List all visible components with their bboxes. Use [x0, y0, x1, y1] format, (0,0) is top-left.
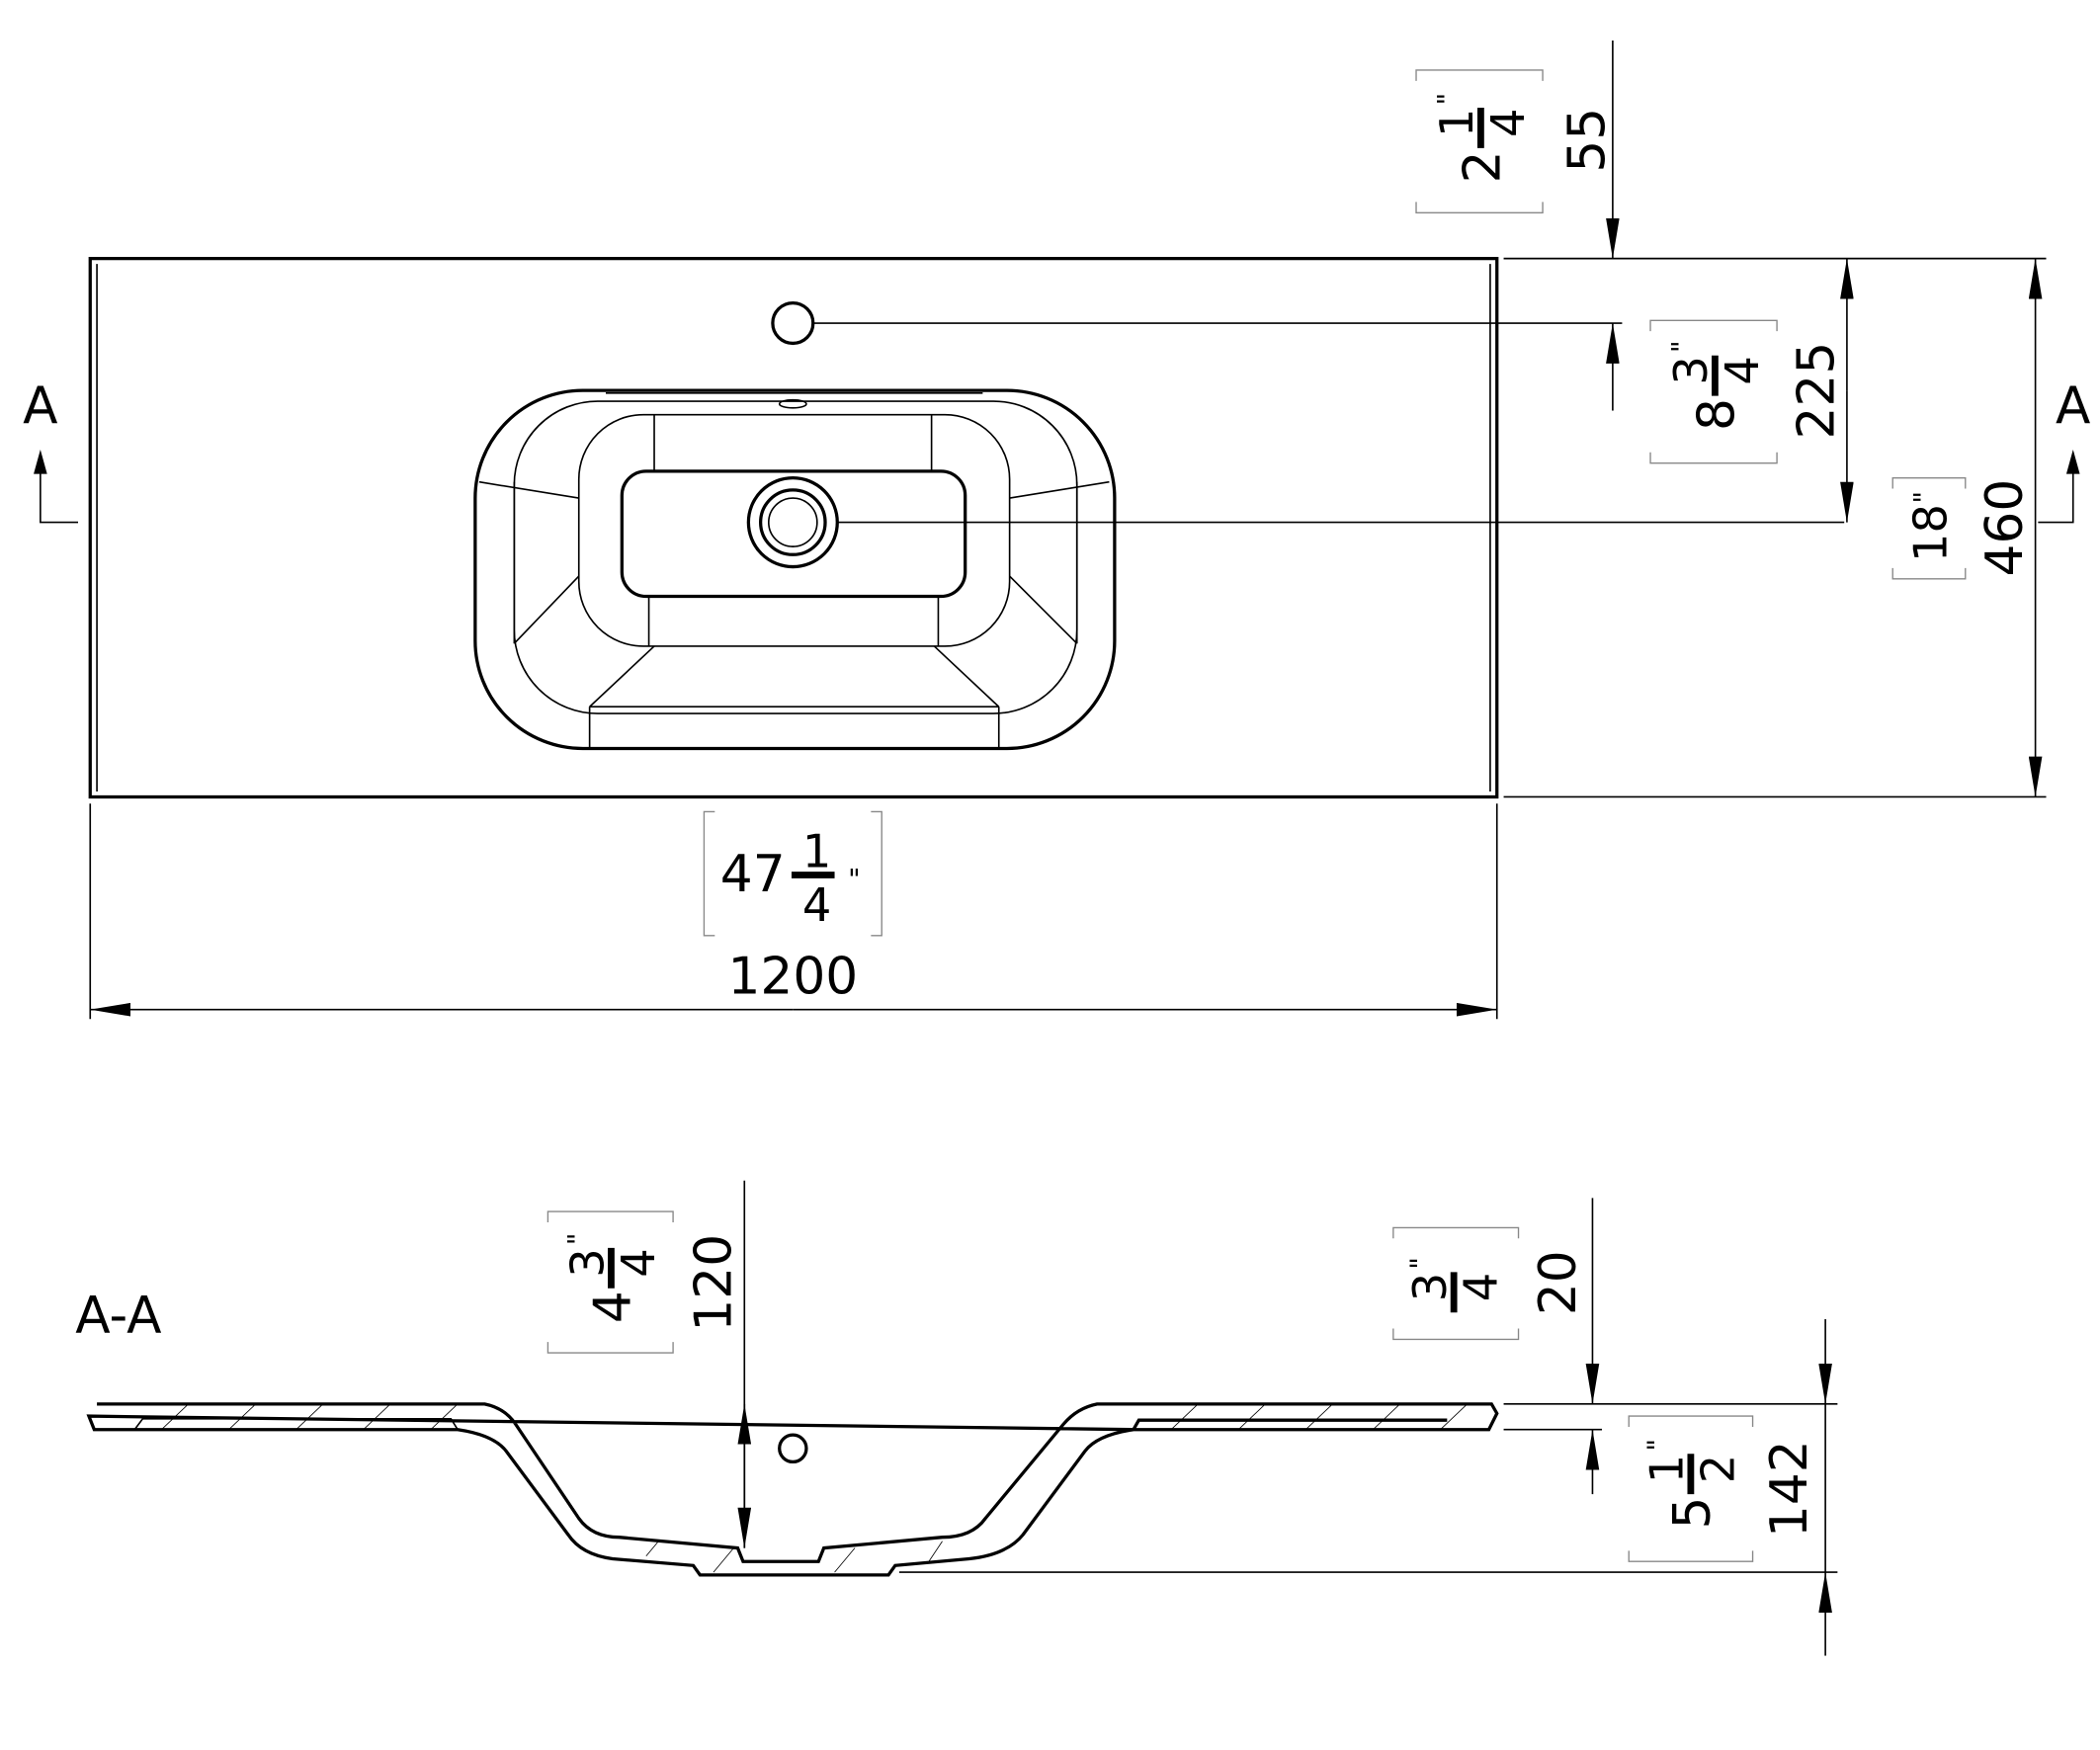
drawing-stroke: 3 4 " [1403, 1257, 1508, 1313]
dimension-drain-offset: 225 8 3 4 " [1649, 258, 1854, 523]
drawing-stroke [473, 388, 1117, 751]
dimension-label: 120 [685, 1234, 744, 1332]
drawing-stroke [228, 1403, 257, 1431]
dimension-label: 4 [1455, 1273, 1508, 1301]
dimension-label: " [1406, 1257, 1437, 1270]
section-profile [86, 1402, 1499, 1577]
drawing-stroke [1009, 480, 1110, 499]
drawing-stroke [1891, 476, 1967, 580]
drawing-stroke [1170, 1403, 1199, 1431]
drawing-stroke [1009, 575, 1078, 644]
dimension-label: " [848, 865, 861, 895]
dimension-label: " [1667, 340, 1698, 353]
drawing-stroke: 8 3 4 " [1664, 340, 1769, 431]
section-marker-right: A [2038, 376, 2090, 524]
drawing-stroke [133, 1418, 459, 1431]
drawing-stroke: 18 " [1904, 491, 1958, 562]
drawing-stroke [577, 413, 1011, 647]
drawing-stroke [430, 1403, 459, 1431]
drawing-stroke [363, 1403, 391, 1431]
dimension-label: 1 [1640, 1455, 1694, 1483]
drawing-stroke [1373, 1403, 1400, 1431]
dimension-label: 8 [1687, 398, 1746, 431]
section-title: A-A [75, 1287, 161, 1346]
dimension-width: 1200 47 1 4 " [89, 803, 1498, 1020]
overflow-hole [778, 1433, 808, 1464]
drawing-stroke [40, 458, 79, 524]
dimension-label: " [1642, 1439, 1673, 1452]
drawing-stroke [1305, 1403, 1333, 1431]
dimension-label: A [2056, 376, 2090, 436]
drawing-stroke [778, 398, 807, 409]
drawing-stroke [2065, 450, 2080, 474]
dimension-slab-thickness: 20 3 4 " [1392, 1198, 1600, 1495]
dimension-label: 4 [584, 1291, 643, 1323]
drawing-stroke [933, 645, 1000, 708]
drain [746, 476, 839, 569]
dimension-label: 4 [612, 1248, 665, 1277]
dimension-label: 2 [1691, 1455, 1744, 1483]
dimension-label: A [23, 376, 57, 436]
dimension-label: " [1909, 491, 1940, 504]
drawing-stroke [834, 1547, 856, 1573]
drawing-stroke [713, 1547, 734, 1573]
dimension-label: 47 [720, 845, 786, 904]
drawing-stroke [2038, 458, 2074, 524]
dimension-label: " [1433, 93, 1464, 106]
dimension-label: 460 [1975, 479, 2035, 577]
dimension-label: 1 [802, 824, 831, 877]
basin-outline [473, 388, 1117, 751]
dimension-label: 1 [1430, 109, 1483, 137]
drawing-stroke [1237, 1403, 1266, 1431]
drawing-stroke [161, 1403, 189, 1431]
dimension-depth: 460 18 " [1891, 258, 2043, 797]
drawing-stroke [161, 1403, 1469, 1573]
drawing-stroke [928, 1541, 943, 1562]
dimension-total-height: 142 5 1 2 " [1628, 1319, 1832, 1656]
dimension-label: 3 [1664, 356, 1718, 384]
drawing-stroke [513, 400, 1078, 714]
dimension-faucet-offset: 55 2 1 4 " [1415, 40, 1620, 411]
drawing-stroke [546, 1210, 674, 1354]
dimension-label: 20 [1529, 1250, 1588, 1315]
dimension-label: " [563, 1233, 594, 1246]
dimension-label: 2 [1453, 150, 1512, 183]
dimension-label: 3 [1403, 1273, 1457, 1301]
drawing-stroke [1628, 1415, 1754, 1562]
dimension-label: 4 [802, 878, 831, 932]
dimension-label: 5 [1663, 1497, 1722, 1530]
section-marker-left: A [23, 376, 79, 524]
dimension-label: 4 [1716, 356, 1769, 384]
section-view: A-A 120 4 3 4 " [75, 1180, 1838, 1656]
drawing-stroke [589, 645, 655, 708]
dimension-basin-depth: 120 4 3 4 " [546, 1180, 752, 1548]
dimension-label: 55 [1558, 108, 1618, 173]
drawing-stroke [767, 497, 818, 547]
drawing-stroke [478, 480, 579, 499]
drawing-stroke [295, 1403, 324, 1431]
countertop-outline [88, 256, 1499, 799]
dimension-label: 142 [1760, 1440, 1819, 1538]
drawing-stroke [1440, 1403, 1469, 1431]
dimension-label: 3 [560, 1248, 614, 1277]
drawing-stroke [758, 488, 827, 556]
dimension-label: 225 [1787, 342, 1846, 440]
dimension-label: 18 [1904, 504, 1958, 562]
drawing-stroke [645, 1540, 660, 1557]
drawing-stroke [1392, 1226, 1520, 1341]
drawing-stroke [513, 575, 580, 644]
drawing-stroke [703, 810, 882, 937]
faucet-hole [771, 300, 815, 346]
dimension-label: 4 [1481, 109, 1535, 137]
drawing-stroke [1415, 69, 1544, 213]
drawing-stroke: 2 1 4 " [1430, 93, 1535, 184]
drawing-stroke [1649, 319, 1778, 464]
drawing-stroke [620, 469, 967, 599]
dimension-label: 1200 [727, 947, 858, 1006]
top-view: 55 2 1 4 " 225 8 3 4 " [23, 40, 2090, 1020]
drawing-stroke [34, 450, 47, 474]
drawing-stroke: 4 3 4 " [560, 1233, 665, 1324]
drawing-stroke: 5 1 2 " [1640, 1439, 1745, 1530]
